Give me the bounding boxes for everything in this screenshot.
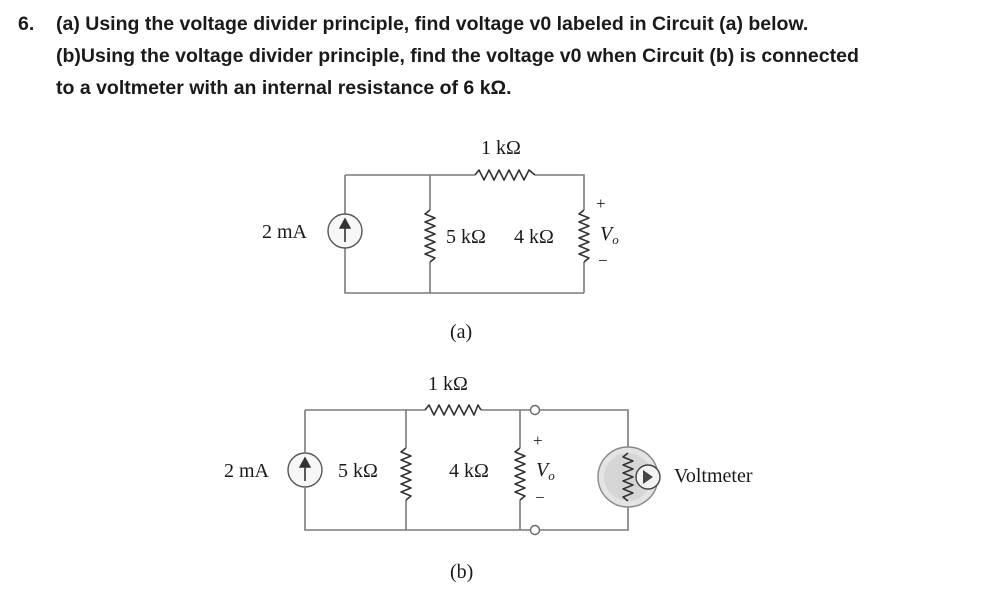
problem-line-1: 6. (a) Using the voltage divider principl…	[18, 8, 968, 40]
circuit-b-series-resistor-label: 1 kΩ	[428, 373, 468, 395]
circuit-a-resistor-1k	[474, 169, 536, 181]
circuit-b-terminal-top	[529, 404, 541, 416]
problem-number: 6.	[18, 13, 35, 35]
problem-part-b-continued: to a voltmeter with an internal resistan…	[56, 77, 512, 99]
circuit-a-vo-label: Vo	[600, 223, 619, 247]
circuit-a-series-resistor-label: 1 kΩ	[481, 137, 521, 159]
circuit-b-plus-sign: +	[533, 431, 543, 450]
voltmeter-icon	[597, 446, 661, 508]
circuit-a-caption: (a)	[450, 321, 472, 343]
circuit-a-resistor-4k	[578, 209, 590, 263]
circuit-b-caption: (b)	[450, 561, 473, 583]
circuit-a-plus-sign: +	[596, 194, 606, 213]
voltmeter-label: Voltmeter	[674, 465, 753, 487]
circuit-a-minus-sign: −	[598, 251, 608, 270]
problem-text: 6. (a) Using the voltage divider principl…	[18, 8, 968, 104]
circuit-a-vo-symbol: V	[600, 223, 615, 245]
circuit-b-terminal-bottom	[529, 524, 541, 536]
circuit-a-resistor-5k	[424, 209, 436, 263]
circuit-b-resistor-5k	[400, 447, 412, 501]
circuit-a-shunt-resistor-1-label: 5 kΩ	[446, 226, 486, 248]
circuit-b-shunt-resistor-1-label: 5 kΩ	[338, 460, 378, 482]
problem-part-a: (a) Using the voltage divider principle,…	[56, 13, 809, 35]
circuit-b-vo-subscript: o	[548, 468, 555, 483]
circuit-b-vo-label: Vo	[536, 459, 555, 483]
circuit-a-wires	[344, 174, 585, 294]
circuit-a-shunt-resistor-2-label: 4 kΩ	[514, 226, 554, 248]
circuit-a-vo-subscript: o	[612, 232, 619, 247]
circuit-b-current-source	[287, 452, 323, 488]
circuit-b-vo-symbol: V	[536, 459, 551, 481]
circuit-b-minus-sign: −	[535, 488, 545, 507]
problem-part-b: (b)Using the voltage divider principle, …	[56, 45, 859, 67]
circuit-a-current-source	[327, 213, 363, 249]
circuit-a-source-label: 2 mA	[262, 221, 308, 243]
circuit-b-resistor-4k	[514, 447, 526, 501]
circuit-a: 2 mA 1 kΩ 5 kΩ 4 kΩ + − Vo (a)	[262, 137, 619, 343]
circuit-b-wires	[304, 409, 629, 531]
circuit-b-source-label: 2 mA	[224, 460, 270, 482]
circuit-b: 2 mA 5 kΩ 1 kΩ 4 kΩ + − Vo Voltmeter (b)	[224, 373, 753, 583]
circuit-b-resistor-1k	[424, 404, 482, 416]
circuit-b-shunt-resistor-2-label: 4 kΩ	[449, 460, 489, 482]
